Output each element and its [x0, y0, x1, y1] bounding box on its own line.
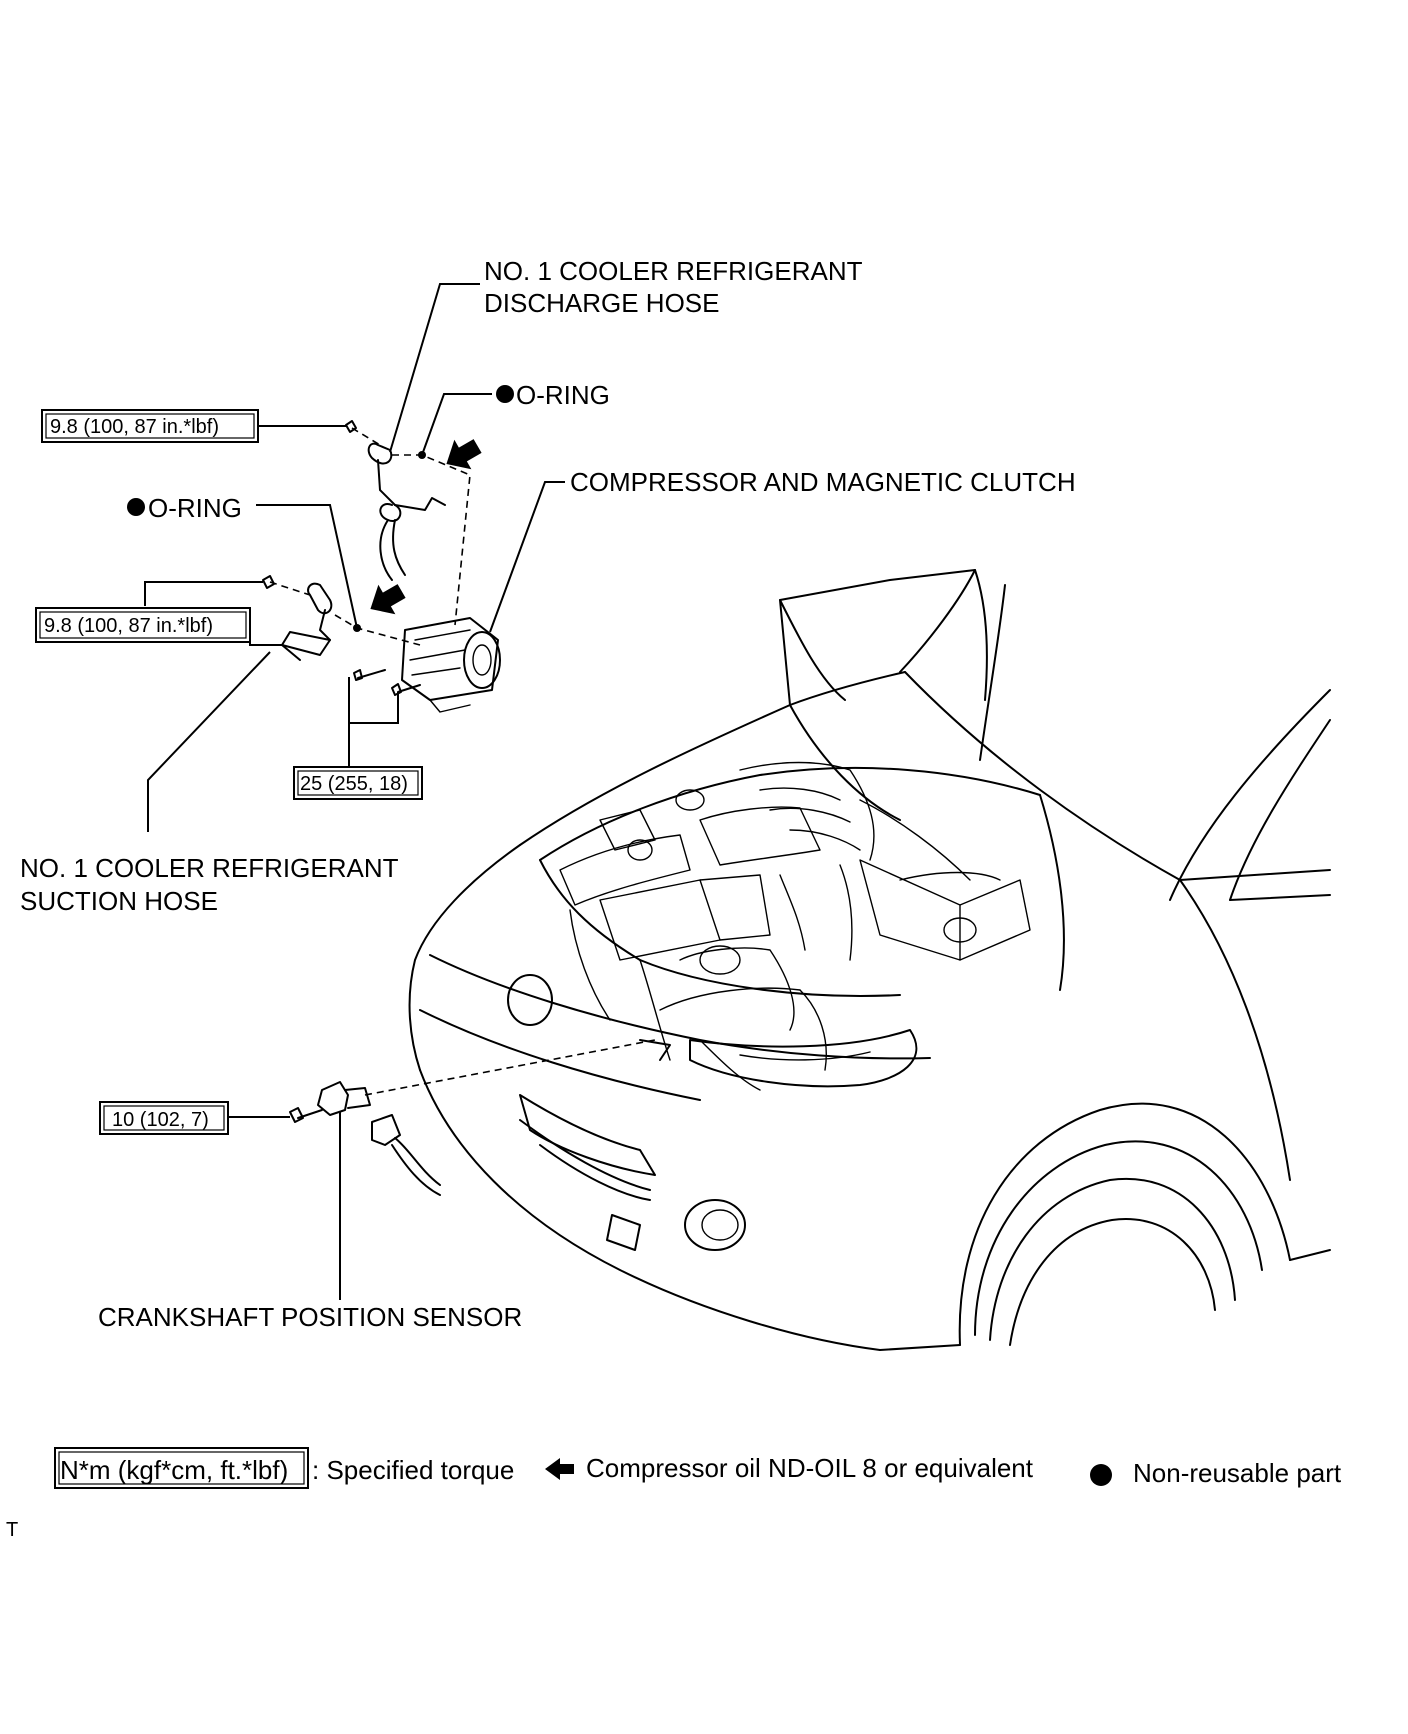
legend: N*m (kgf*cm, ft.*lbf) : Specified torque…	[54, 1447, 1342, 1489]
label-compressor: COMPRESSOR AND MAGNETIC CLUTCH	[570, 467, 1076, 497]
torque-box-compressor	[293, 766, 423, 800]
legend-torque-desc: : Specified torque	[312, 1455, 514, 1485]
non-reusable-icon	[127, 498, 145, 516]
legend-oil-desc: Compressor oil ND-OIL 8 or equivalent	[586, 1453, 1034, 1483]
left-arrow-icon	[545, 1458, 574, 1480]
torque-discharge-bolt: 9.8 (100, 87 in.*lbf)	[50, 416, 219, 438]
non-reusable-icon	[496, 385, 514, 403]
legend-torque-box-text: N*m (kgf*cm, ft.*lbf)	[60, 1455, 288, 1485]
torque-boxes: 9.8 (100, 87 in.*lbf) 9.8 (100, 87 in.*l…	[35, 409, 423, 1135]
torque-compressor-bolts: 25 (255, 18)	[300, 773, 408, 795]
label-discharge-hose-2: DISCHARGE HOSE	[484, 288, 720, 318]
vehicle-illustration	[408, 569, 1331, 1351]
torque-box-sensor	[99, 1101, 229, 1135]
label-discharge-hose-1: NO. 1 COOLER REFRIGERANT	[484, 256, 863, 286]
crankshaft-sensor-assembly	[289, 1039, 671, 1196]
label-crankshaft-sensor: CRANKSHAFT POSITION SENSOR	[98, 1302, 522, 1332]
label-suction-hose-2: SUCTION HOSE	[20, 886, 218, 916]
leader-lines	[144, 283, 565, 1300]
label-suction-hose-1: NO. 1 COOLER REFRIGERANT	[20, 853, 399, 883]
legend-nonreusable-desc: Non-reusable part	[1133, 1458, 1342, 1488]
torque-box-suction	[35, 607, 251, 643]
torque-suction-bolt: 9.8 (100, 87 in.*lbf)	[44, 615, 213, 637]
filled-circle-icon	[1090, 1464, 1112, 1486]
torque-box-discharge	[41, 409, 259, 443]
legend-torque-box	[54, 1447, 309, 1489]
label-o-ring-lower: O-RING	[148, 493, 242, 523]
callout-labels: NO. 1 COOLER REFRIGERANT DISCHARGE HOSE …	[20, 256, 1076, 1332]
corner-mark: T	[6, 1519, 18, 1541]
label-o-ring-upper: O-RING	[516, 380, 610, 410]
engine-detail	[559, 761, 1031, 1091]
torque-sensor-bolt: 10 (102, 7)	[112, 1109, 209, 1131]
compressor-assembly	[262, 420, 501, 713]
